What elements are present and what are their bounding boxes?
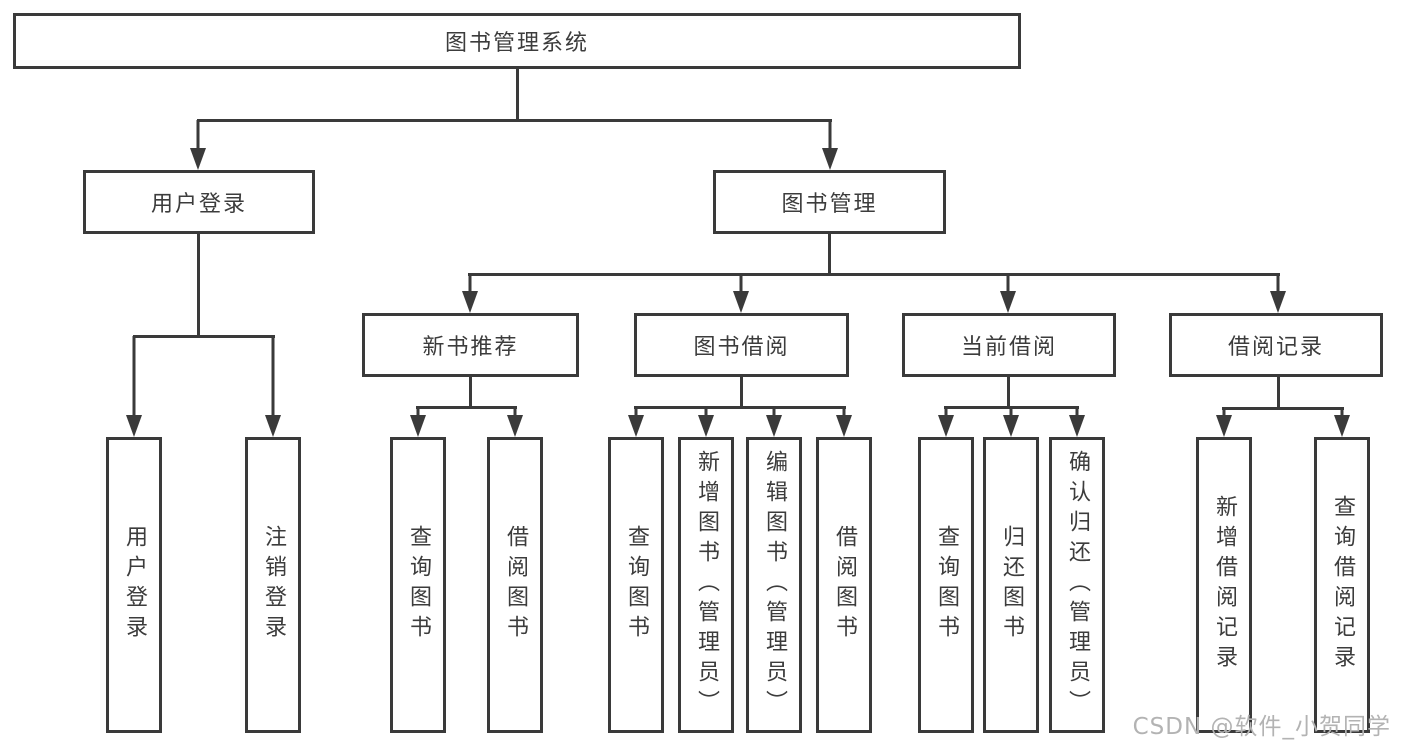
arrow-down-icon [1069, 407, 1085, 437]
arrow-down-icon [698, 407, 714, 437]
arrow-down-icon [822, 120, 838, 170]
arrow-down-icon [410, 407, 426, 437]
arrow-down-icon [126, 336, 142, 437]
connector-borrowing-bar [634, 406, 846, 409]
leaf-query-books-current: 查询图书 [918, 437, 974, 733]
node-book-management: 图书管理 [713, 170, 946, 234]
connector-records-drop [1277, 376, 1280, 407]
arrow-down-icon [1003, 407, 1019, 437]
arrow-down-icon [462, 274, 478, 313]
node-new-book-recommendation: 新书推荐 [362, 313, 579, 377]
connector-borrowing-drop [740, 376, 743, 406]
connector-records-bar [1222, 407, 1344, 410]
arrow-down-icon [265, 336, 281, 437]
arrow-down-icon [938, 407, 954, 437]
leaf-return-books: 归还图书 [983, 437, 1039, 733]
leaf-query-borrow-record: 查询借阅记录 [1314, 437, 1370, 733]
arrow-down-icon [1270, 274, 1286, 313]
connector-root-drop [516, 67, 519, 120]
leaf-edit-books-admin: 编辑图书（管理员） [746, 437, 802, 733]
arrow-down-icon [766, 407, 782, 437]
leaf-borrow-books: 借阅图书 [816, 437, 872, 733]
arrow-down-icon [836, 407, 852, 437]
leaf-confirm-return-admin: 确认归还（管理员） [1049, 437, 1105, 733]
leaf-logout: 注销登录 [245, 437, 301, 733]
arrow-down-icon [1000, 274, 1016, 313]
node-book-borrowing: 图书借阅 [634, 313, 849, 377]
arrow-down-icon [190, 120, 206, 170]
arrow-down-icon [1216, 408, 1232, 437]
leaf-add-borrow-record: 新增借阅记录 [1196, 437, 1252, 733]
connector-current-drop [1007, 376, 1010, 406]
connector-recommend-bar [416, 406, 517, 409]
leaf-add-books-admin: 新增图书（管理员） [678, 437, 734, 733]
node-borrowing-records: 借阅记录 [1169, 313, 1383, 377]
arrow-down-icon [628, 407, 644, 437]
connector-book-mgmt-bar [468, 273, 1280, 276]
leaf-query-books-recommend: 查询图书 [390, 437, 446, 733]
connector-user-login-drop [197, 233, 200, 336]
arrow-down-icon [507, 407, 523, 437]
node-user-login: 用户登录 [83, 170, 315, 234]
connector-user-login-bar [133, 335, 275, 338]
connector-recommend-drop [469, 376, 472, 406]
arrow-down-icon [733, 274, 749, 313]
arrow-down-icon [1334, 408, 1350, 437]
node-current-borrowing: 当前借阅 [902, 313, 1116, 377]
leaf-borrow-books-recommend: 借阅图书 [487, 437, 543, 733]
connector-book-mgmt-drop [828, 233, 831, 274]
node-root-system: 图书管理系统 [13, 13, 1021, 69]
leaf-query-books-borrow: 查询图书 [608, 437, 664, 733]
leaf-user-login: 用户登录 [106, 437, 162, 733]
connector-root-bar [197, 119, 832, 122]
